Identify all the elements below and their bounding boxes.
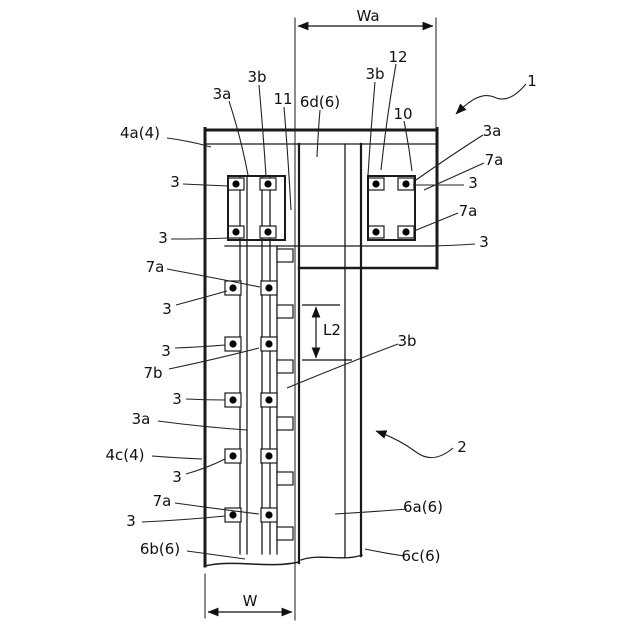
leader-10 <box>403 120 413 172</box>
label-3-left-7: 3 <box>126 512 136 530</box>
leader-3b-top-right <box>367 81 376 176</box>
fastener-dot <box>372 228 380 236</box>
label-7a-right-2: 7a <box>459 202 478 220</box>
fastener-dot <box>229 284 237 292</box>
leader-4c4 <box>151 455 203 460</box>
label-l2: L2 <box>323 321 341 339</box>
leader-7a-left-2 <box>174 502 260 515</box>
leader-7a-right-2 <box>413 212 459 232</box>
label-6d6: 6d(6) <box>300 93 340 111</box>
leader-6c6 <box>364 548 405 557</box>
seal-pads <box>224 177 415 541</box>
leader-3-right-2 <box>420 243 476 247</box>
label-12: 12 <box>388 48 407 66</box>
leader-7b <box>168 347 260 370</box>
label-11: 11 <box>273 90 292 108</box>
fastener-dot <box>402 180 410 188</box>
fastener-dot <box>264 228 272 236</box>
label-7b: 7b <box>143 364 162 382</box>
break-line-left-leg <box>204 561 300 567</box>
label-4c4: 4c(4) <box>105 446 144 464</box>
leader-3b-middle <box>286 343 399 389</box>
fastener-dot <box>372 180 380 188</box>
leader-3-left-6 <box>185 458 226 475</box>
label-1: 1 <box>527 72 537 90</box>
leader-arrow-2 <box>375 430 454 459</box>
label-3a-right: 3a <box>483 122 502 140</box>
label-3-left-4: 3 <box>161 342 171 360</box>
label-2: 2 <box>457 438 467 456</box>
label-4a4: 4a(4) <box>120 124 160 142</box>
seal-box-right <box>367 175 416 241</box>
leader-7a-right-1 <box>423 162 485 191</box>
fastener-dot <box>229 452 237 460</box>
reference-labels: Wa 12 3b 3b 1 3a 11 6d(6) 10 4a(4) 3a 7a… <box>105 7 536 610</box>
step-tab <box>276 304 294 319</box>
label-3b-middle: 3b <box>397 332 416 350</box>
fastener-dot <box>265 396 273 404</box>
leader-3-left-4 <box>174 344 226 349</box>
label-6c6: 6c(6) <box>401 547 440 565</box>
fastener-dot <box>264 180 272 188</box>
label-wa: Wa <box>356 7 379 25</box>
leader-7a-left-1 <box>166 268 261 288</box>
leader-6d6 <box>316 109 321 158</box>
label-3b-top-right: 3b <box>365 65 384 83</box>
label-3-left-2: 3 <box>158 229 168 247</box>
fastener-dot <box>265 340 273 348</box>
label-10: 10 <box>393 105 412 123</box>
fastener-dot <box>265 511 273 519</box>
step-tab <box>276 416 294 431</box>
leader-lines <box>141 63 527 560</box>
leader-arrow-1 <box>455 83 527 115</box>
label-3b-top-left: 3b <box>247 68 266 86</box>
seal-boxes <box>227 175 416 241</box>
step-tab <box>276 471 294 486</box>
leader-3a-top-left <box>228 100 249 176</box>
fastener-dot <box>229 340 237 348</box>
break-line-part2 <box>300 554 363 561</box>
fastener-dot <box>402 228 410 236</box>
label-3-left-1: 3 <box>170 173 180 191</box>
leader-3b-top-left <box>258 84 267 177</box>
seal-box-left <box>227 175 286 241</box>
leader-6a6 <box>334 508 408 515</box>
leader-11 <box>283 106 292 211</box>
label-w: W <box>243 592 258 610</box>
dimension-lines <box>207 21 434 617</box>
label-6b6: 6b(6) <box>140 540 180 558</box>
leader-3-left-5 <box>185 398 226 401</box>
fastener-dot <box>229 511 237 519</box>
fastener-dot <box>232 180 240 188</box>
leader-6b6 <box>186 550 246 560</box>
leader-3-left-3 <box>175 290 228 306</box>
leader-4a4 <box>166 137 212 148</box>
step-tab <box>276 526 294 541</box>
leader-3a-left <box>157 420 248 431</box>
label-6a6: 6a(6) <box>403 498 443 516</box>
step-tab <box>276 359 294 374</box>
fastener-dots <box>229 180 410 519</box>
leader-3-left-2 <box>170 237 230 240</box>
label-7a-left-2: 7a <box>153 492 172 510</box>
label-3-left-3: 3 <box>162 300 172 318</box>
leader-3-left-7 <box>141 515 226 523</box>
label-3-left-5: 3 <box>172 390 182 408</box>
label-3-right-1: 3 <box>468 174 478 192</box>
leader-3a-right <box>415 134 484 181</box>
label-3a-top-left: 3a <box>213 85 232 103</box>
step-tab <box>276 248 294 263</box>
leader-12 <box>380 63 397 171</box>
label-3-left-6: 3 <box>172 468 182 486</box>
label-7a-right-1: 7a <box>485 151 504 169</box>
fastener-dot <box>229 396 237 404</box>
label-7a-left-1: 7a <box>146 258 165 276</box>
leader-3-left-1 <box>182 183 229 187</box>
label-3a-left: 3a <box>132 410 151 428</box>
fastener-dot <box>265 284 273 292</box>
fastener-dot <box>265 452 273 460</box>
fastener-dot <box>232 228 240 236</box>
label-3-right-2: 3 <box>479 233 489 251</box>
